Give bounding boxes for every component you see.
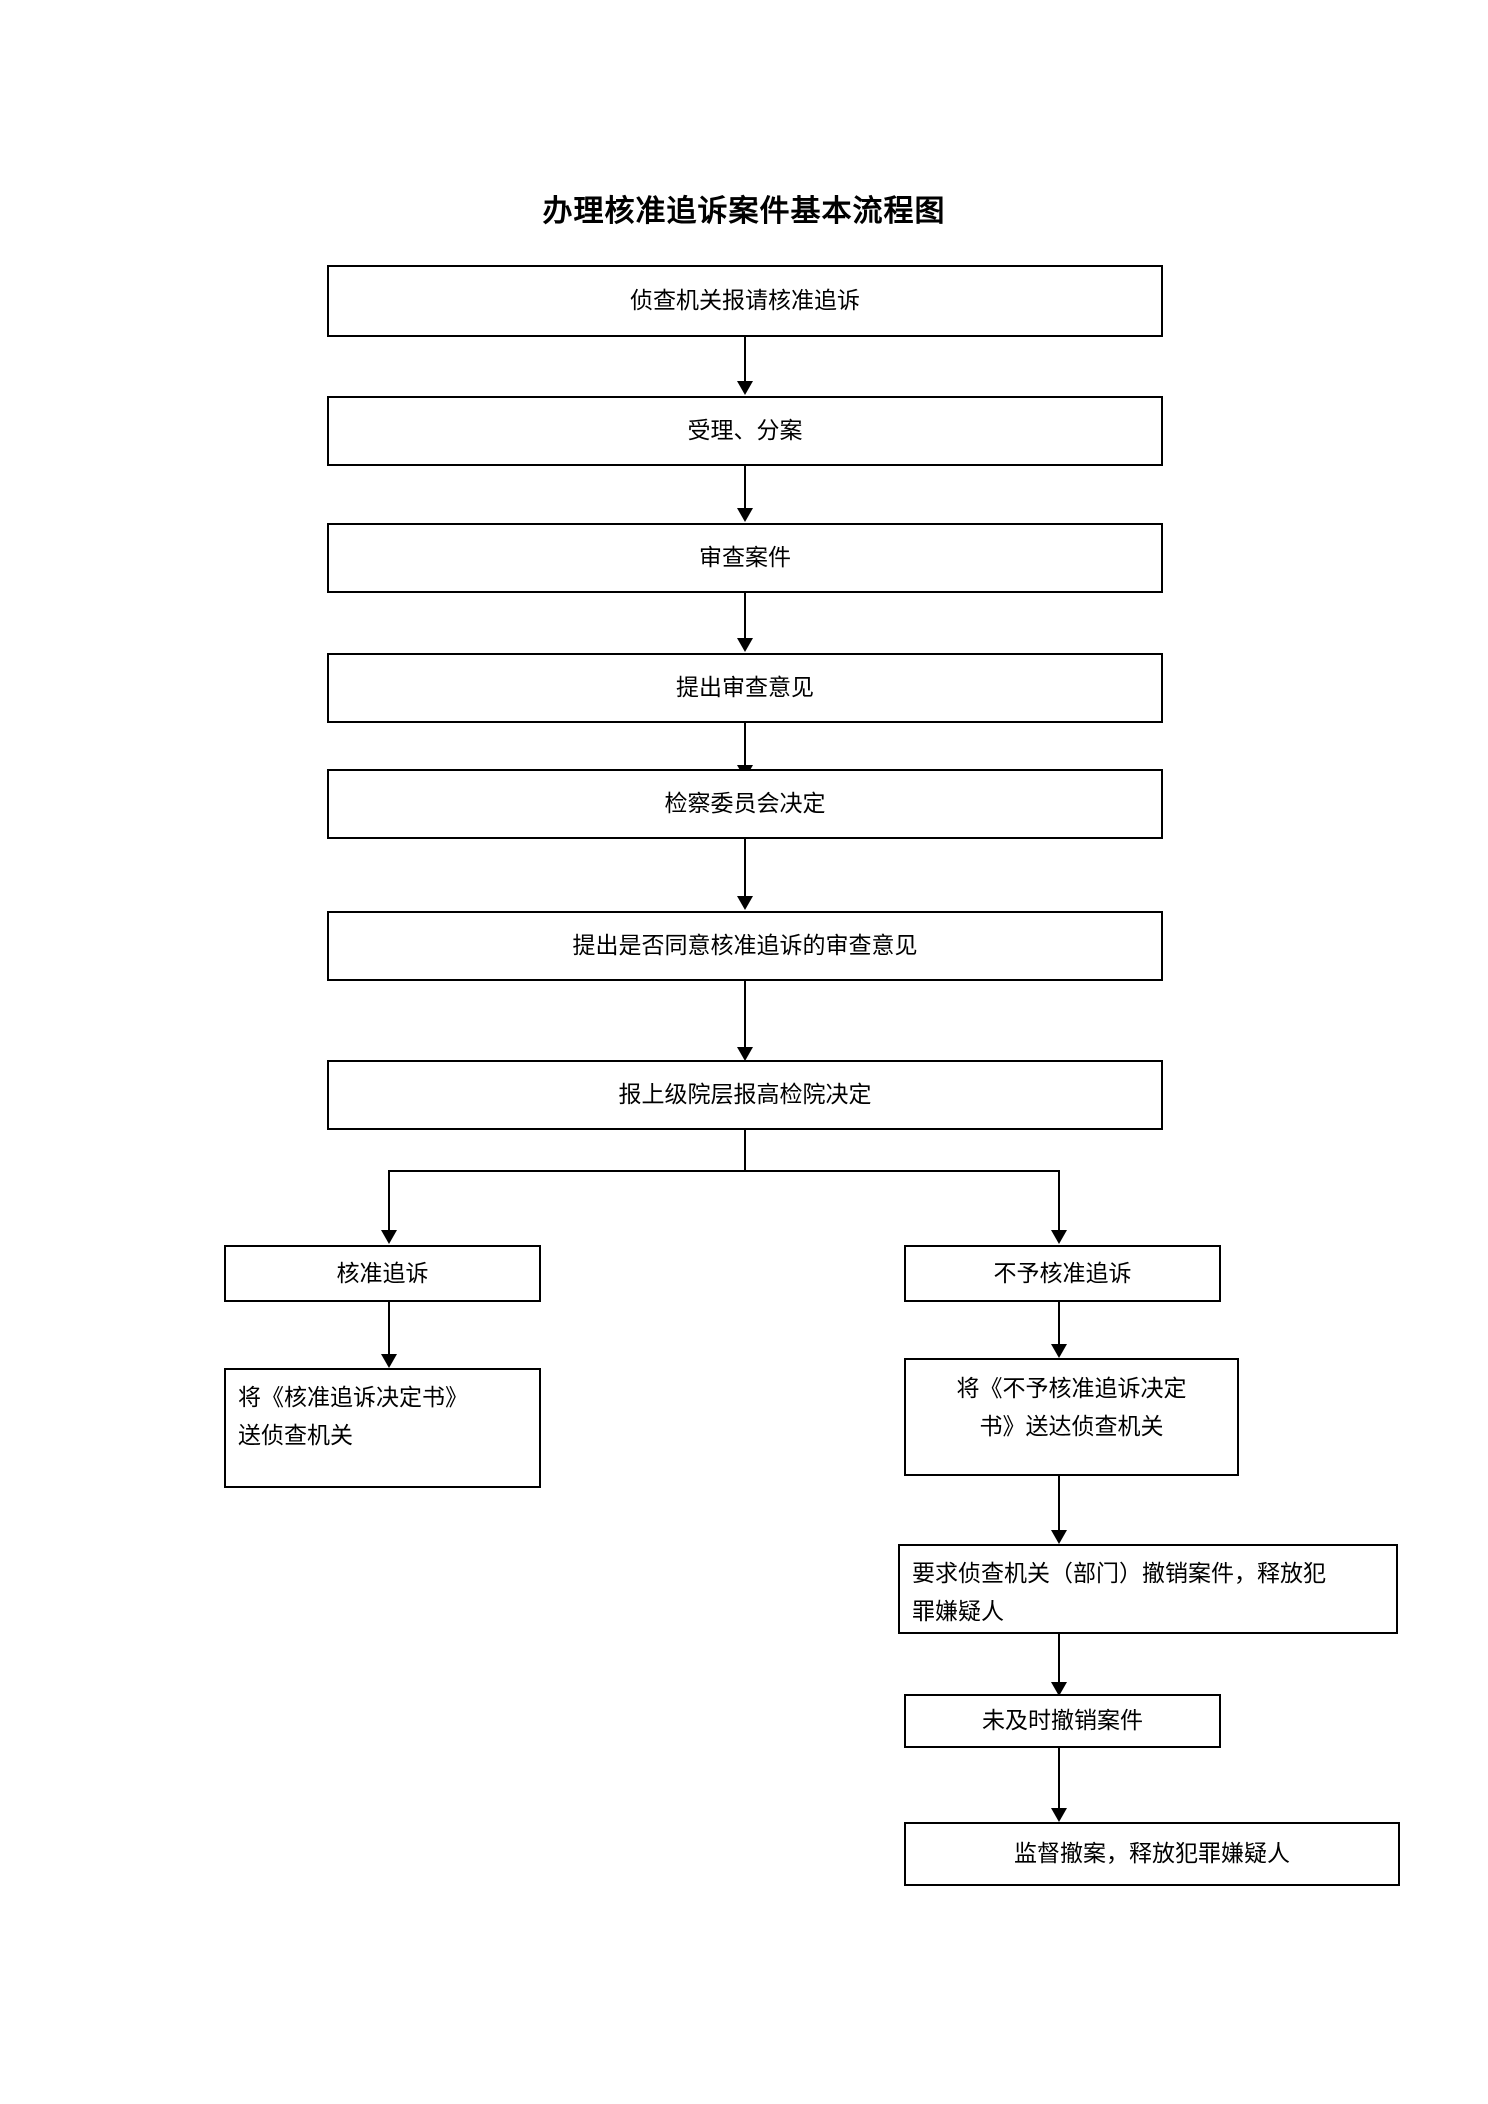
branch-left-arrow — [381, 1230, 397, 1244]
connector-reject-deliver-arrow — [1051, 1344, 1067, 1358]
branch-right-arrow — [1051, 1230, 1067, 1244]
flow-node-require-withdraw-case[interactable]: 要求侦查机关（部门）撤销案件，释放犯 罪嫌疑人 — [898, 1544, 1398, 1634]
flow-node-label: 核准追诉 — [336, 1260, 429, 1287]
flow-node-label: 侦查机关报请核准追诉 — [630, 288, 860, 314]
flow-node-reject-decision-delivery[interactable]: 将《不予核准追诉决定 书》送达侦查机关 — [904, 1358, 1239, 1476]
flow-node-report-upper-court[interactable]: 报上级院层报高检院决定 — [327, 1060, 1163, 1130]
arrow-6-7-head — [737, 1047, 753, 1061]
connector-withdraw-nottimely — [1058, 1634, 1060, 1684]
flow-node-committee-decision[interactable]: 检察委员会决定 — [327, 769, 1163, 839]
flow-node-not-withdrawn-in-time[interactable]: 未及时撤销案件 — [904, 1694, 1221, 1748]
connector-3-4 — [744, 593, 746, 640]
connector-nottimely-supervise — [1058, 1748, 1060, 1810]
flow-node-label: 提出审查意见 — [676, 675, 814, 701]
connector-approve-deliver — [388, 1302, 390, 1356]
connector-withdraw-nottimely-arrow — [1051, 1682, 1067, 1696]
branch-bar — [388, 1170, 1060, 1172]
flow-node-review-opinion[interactable]: 提出审查意见 — [327, 653, 1163, 723]
flow-node-label: 未及时撤销案件 — [982, 1708, 1143, 1734]
flow-node-label: 受理、分案 — [687, 418, 803, 444]
arrow-2-3-head — [737, 508, 753, 522]
connector-nottimely-supervise-arrow — [1051, 1808, 1067, 1822]
flow-node-approve-prosecution[interactable]: 核准追诉 — [224, 1245, 541, 1302]
flow-node-label: 审查案件 — [699, 545, 791, 571]
connector-4-5 — [744, 723, 746, 767]
branch-left-drop — [388, 1170, 390, 1232]
connector-deliver-withdraw — [1058, 1476, 1060, 1532]
connector-approve-deliver-arrow — [381, 1354, 397, 1368]
arrow-5-6-head — [737, 896, 753, 910]
connector-5-6 — [744, 839, 746, 898]
flow-node-report-request[interactable]: 侦查机关报请核准追诉 — [327, 265, 1163, 337]
connector-2-3 — [744, 466, 746, 510]
flow-node-label: 将《不予核准追诉决定 书》送达侦查机关 — [956, 1376, 1187, 1440]
flow-node-reject-prosecution[interactable]: 不予核准追诉 — [904, 1245, 1221, 1302]
arrow-1-2-head — [737, 381, 753, 395]
connector-6-7 — [744, 981, 746, 1049]
flow-node-agree-opinion[interactable]: 提出是否同意核准追诉的审查意见 — [327, 911, 1163, 981]
branch-stem — [744, 1130, 746, 1172]
flow-node-label: 要求侦查机关（部门）撤销案件，释放犯 罪嫌疑人 — [912, 1561, 1326, 1625]
flow-node-label: 不予核准追诉 — [993, 1260, 1132, 1287]
connector-reject-deliver — [1058, 1302, 1060, 1346]
arrow-3-4-head — [737, 638, 753, 652]
flow-node-supervise-withdraw-release[interactable]: 监督撤案，释放犯罪嫌疑人 — [904, 1822, 1400, 1886]
flow-node-label: 检察委员会决定 — [664, 791, 826, 817]
flow-node-label: 报上级院层报高检院决定 — [618, 1082, 872, 1108]
flow-node-approve-decision-delivery[interactable]: 将《核准追诉决定书》 送侦查机关 — [224, 1368, 541, 1488]
flow-node-label: 监督撤案，释放犯罪嫌疑人 — [1014, 1841, 1290, 1867]
flow-node-label: 将《核准追诉决定书》 送侦查机关 — [238, 1385, 468, 1449]
flow-node-label: 提出是否同意核准追诉的审查意见 — [572, 933, 918, 959]
page-title: 办理核准追诉案件基本流程图 — [542, 194, 946, 229]
connector-1-2 — [744, 337, 746, 383]
flow-node-review-case[interactable]: 审查案件 — [327, 523, 1163, 593]
flow-node-accept-assign[interactable]: 受理、分案 — [327, 396, 1163, 466]
connector-deliver-withdraw-arrow — [1051, 1530, 1067, 1544]
branch-right-drop — [1058, 1170, 1060, 1232]
